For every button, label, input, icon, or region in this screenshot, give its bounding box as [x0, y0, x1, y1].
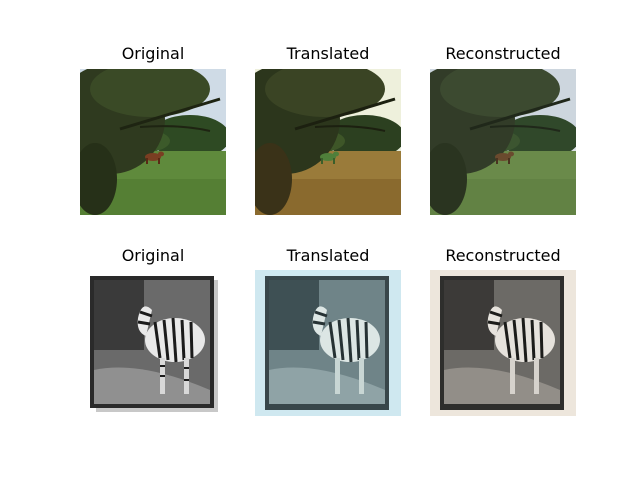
panel-title-original-2: Original [121, 246, 185, 265]
image-zebra-translated [255, 270, 401, 416]
image-horse-translated [255, 69, 401, 215]
horse-field-translated-picture [255, 69, 401, 215]
panel-title-translated-1: Translated [286, 44, 370, 63]
image-zebra-original [80, 270, 226, 416]
panel-title-reconstructed-2: Reconstructed [445, 246, 561, 265]
image-horse-original [80, 69, 226, 215]
panel-title-translated-2: Translated [286, 246, 370, 265]
image-zebra-reconstructed [430, 270, 576, 416]
horse-field-reconstructed-picture [430, 69, 576, 215]
image-horse-reconstructed [430, 69, 576, 215]
zebra-photo-reconstructed-picture [430, 270, 576, 416]
panel-title-original-1: Original [121, 44, 185, 63]
horse-field-original-picture [80, 69, 226, 215]
panel-title-reconstructed-1: Reconstructed [445, 44, 561, 63]
zebra-photo-original-picture [80, 270, 226, 416]
zebra-photo-translated-picture [255, 270, 401, 416]
